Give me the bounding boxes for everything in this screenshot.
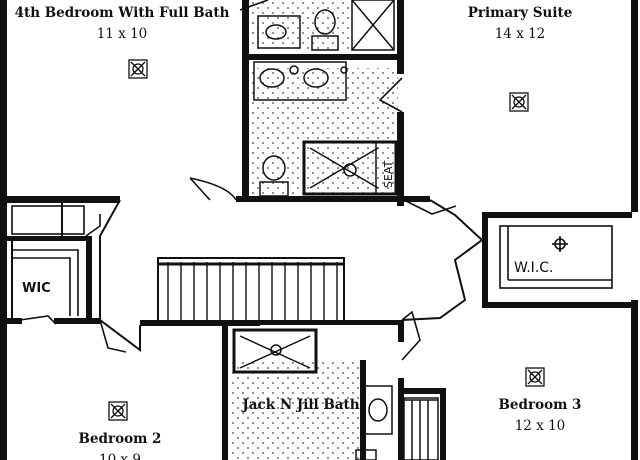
- bedroom4-size: 11 x 10: [96, 26, 148, 42]
- light-icon-primary: [509, 92, 529, 112]
- light-icon-bedroom4: [128, 59, 148, 79]
- bedroom3-size: 12 x 10: [514, 418, 566, 434]
- light-icon-bedroom3: [525, 367, 545, 387]
- upper-bath-fixtures: [253, 0, 398, 197]
- primary-suite-size: 14 x 12: [494, 26, 546, 42]
- jack-jill-fixtures: [232, 328, 439, 460]
- door-swings: [19, 0, 457, 361]
- primary-wic-closet: [499, 225, 613, 289]
- bedroom2-name: Bedroom 2: [78, 431, 162, 447]
- hallway-outline: [11, 199, 484, 352]
- bedroom4-name: 4th Bedroom With Full Bath: [14, 5, 230, 21]
- jack-jill-bath-name: Jack N Jill Bath: [242, 397, 360, 413]
- ceiling-light-icons: [108, 59, 545, 421]
- wic-primary-label: W.I.C.: [514, 260, 554, 276]
- left-wic-closet: [11, 205, 85, 316]
- primary-suite-name: Primary Suite: [467, 5, 573, 21]
- shower-seat-label: SEAT: [382, 160, 395, 188]
- wic-left-label: WIC: [22, 281, 51, 296]
- bedroom2-size: 10 x 9: [99, 452, 141, 460]
- bath-floor-tiles: [230, 0, 398, 460]
- bedroom3-name: Bedroom 3: [498, 397, 582, 413]
- staircase: [157, 257, 345, 323]
- light-icon-bedroom2: [108, 401, 128, 421]
